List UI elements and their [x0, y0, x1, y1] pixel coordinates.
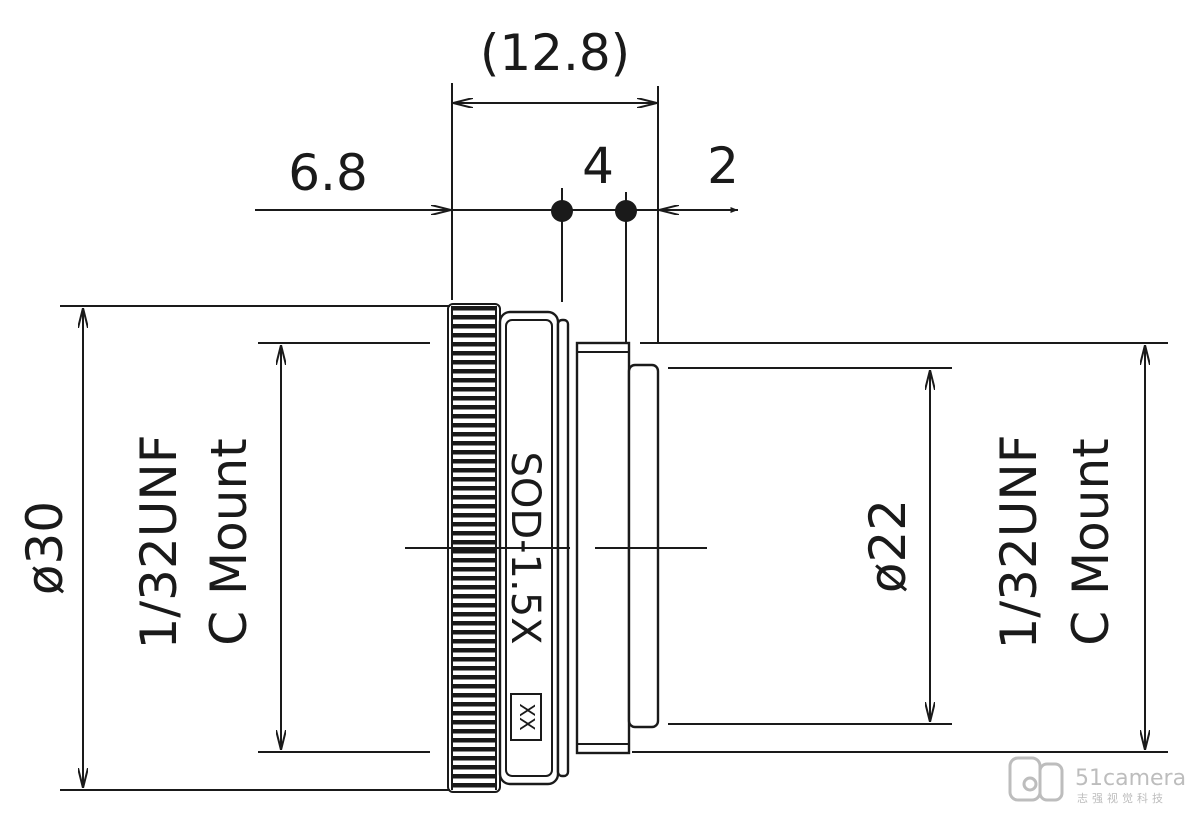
serial-box-text: XX: [515, 703, 539, 731]
label-outer-diameter: ø30: [16, 501, 74, 595]
watermark-logo-icon: [1008, 756, 1064, 802]
label-mid-length: 4: [582, 137, 614, 195]
dim-point-a: [551, 200, 573, 222]
label-thread-length: 2: [707, 137, 739, 195]
label-right-mount-line2: C Mount: [1062, 438, 1120, 646]
watermark-brand: 51camera: [1075, 766, 1186, 791]
dim-point-b: [615, 200, 637, 222]
label-left-mount-line2: C Mount: [200, 438, 258, 646]
watermark-tagline: 志强视觉科技: [1077, 791, 1167, 805]
dimension-lines: [83, 103, 1145, 788]
watermark: 51camera 志强视觉科技: [1008, 756, 1186, 805]
extension-lines: [60, 83, 1168, 791]
label-flange-offset: 6.8: [288, 144, 368, 202]
serial-box: [510, 693, 542, 741]
model-label: SOD-1.5X: [502, 451, 548, 644]
label-right-mount-line1: 1/32UNF: [990, 434, 1048, 649]
product-markings: SOD-1.5X XX: [502, 451, 548, 731]
dimension-labels: (12.8) 6.8 4 2 ø30 1/32UNF C Mount ø22 1…: [16, 24, 1120, 650]
label-inner-diameter: ø22: [859, 499, 917, 593]
label-left-mount-line1: 1/32UNF: [130, 434, 188, 649]
rear-element: [627, 363, 660, 729]
label-overall-length: (12.8): [480, 24, 630, 82]
